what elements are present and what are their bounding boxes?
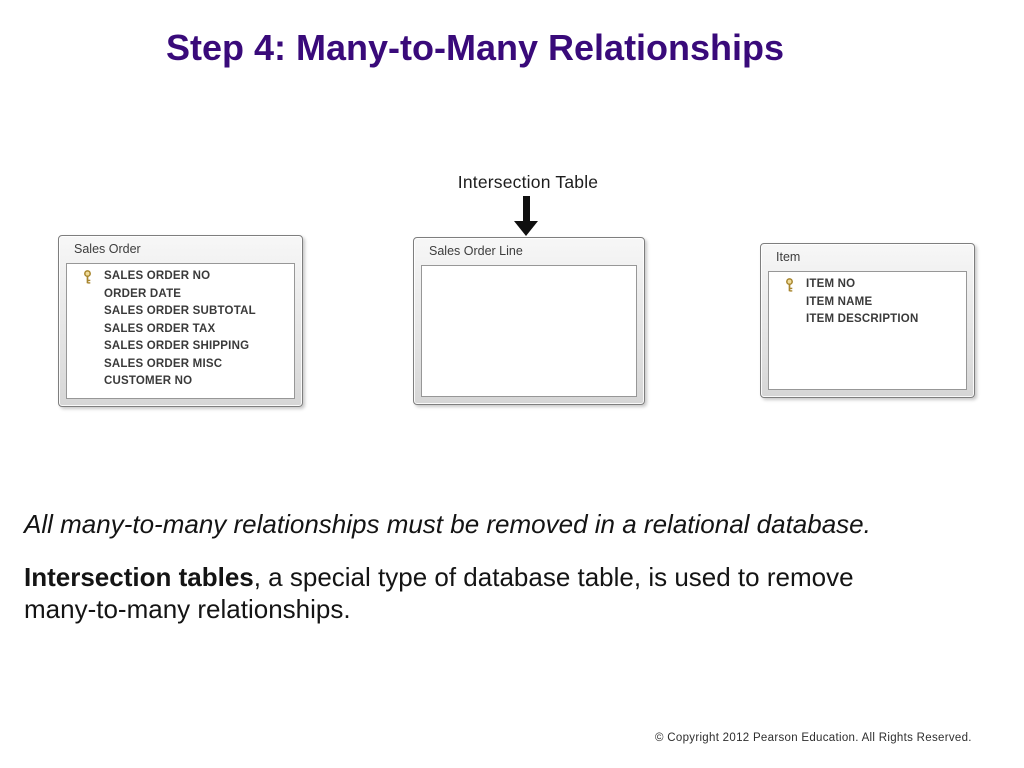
down-arrow-shaft	[522, 196, 530, 221]
entity-table-title: Sales Order	[74, 242, 141, 256]
field-label: CUSTOMER NO	[104, 375, 193, 387]
entity-table-title: Item	[776, 250, 801, 264]
field-list: SALES ORDER NO ORDER DATE	[67, 264, 294, 391]
slide-title: Step 4: Many-to-Many Relationships	[166, 27, 785, 68]
down-arrow-head	[514, 221, 538, 236]
field-label: ITEM NO	[806, 278, 856, 290]
entity-table-sales-order: Sales Order SALES ORDER NO	[58, 235, 303, 407]
body-paragraph-2-rest: , a special type of database table, is u…	[24, 562, 854, 624]
entity-table-item: Item ITEM NO	[760, 243, 975, 398]
field-row: ORDER DATE	[67, 286, 294, 304]
field-row: CUSTOMER NO	[67, 373, 294, 391]
body-paragraph-2: Intersection tables, a special type of d…	[24, 561, 904, 625]
field-label: SALES ORDER TAX	[104, 322, 216, 335]
primary-key-icon	[786, 278, 793, 292]
primary-key-icon	[84, 270, 91, 284]
field-label: SALES ORDER MISC	[104, 357, 223, 370]
field-row: SALES ORDER SHIPPING	[67, 338, 294, 356]
entity-table-sales-order-line: Sales Order Line	[413, 237, 645, 405]
entity-table-panel: SALES ORDER NO ORDER DATE	[66, 263, 295, 399]
field-row: SALES ORDER MISC	[67, 356, 294, 374]
field-row: ITEM DESCRIPTION	[769, 311, 966, 329]
entity-table-panel: ITEM NO ITEM NAME	[768, 271, 967, 390]
field-row: SALES ORDER NO	[67, 268, 294, 286]
body-paragraph-1: All many-to-many relationships must be r…	[24, 509, 871, 539]
field-row: SALES ORDER SUBTOTAL	[67, 303, 294, 321]
field-list: ITEM NO ITEM NAME	[769, 272, 966, 329]
field-label: ITEM NAME	[806, 295, 873, 308]
down-arrow-icon	[504, 196, 548, 236]
body-paragraph-2-bold-lead: Intersection tables	[24, 562, 254, 592]
field-row: SALES ORDER TAX	[67, 321, 294, 339]
intersection-table-label: Intersection Table	[457, 172, 599, 192]
copyright-notice: © Copyright 2012 Pearson Education. All …	[655, 732, 972, 744]
field-label: SALES ORDER SUBTOTAL	[104, 305, 256, 317]
field-label: SALES ORDER SHIPPING	[104, 340, 250, 352]
field-row: ITEM NAME	[769, 294, 966, 312]
entity-table-title: Sales Order Line	[429, 244, 523, 258]
field-label: ITEM DESCRIPTION	[806, 313, 919, 325]
field-label: SALES ORDER NO	[104, 270, 211, 282]
field-label: ORDER DATE	[104, 287, 182, 300]
field-list	[422, 266, 636, 270]
entity-table-panel	[421, 265, 637, 397]
field-row: ITEM NO	[769, 276, 966, 294]
